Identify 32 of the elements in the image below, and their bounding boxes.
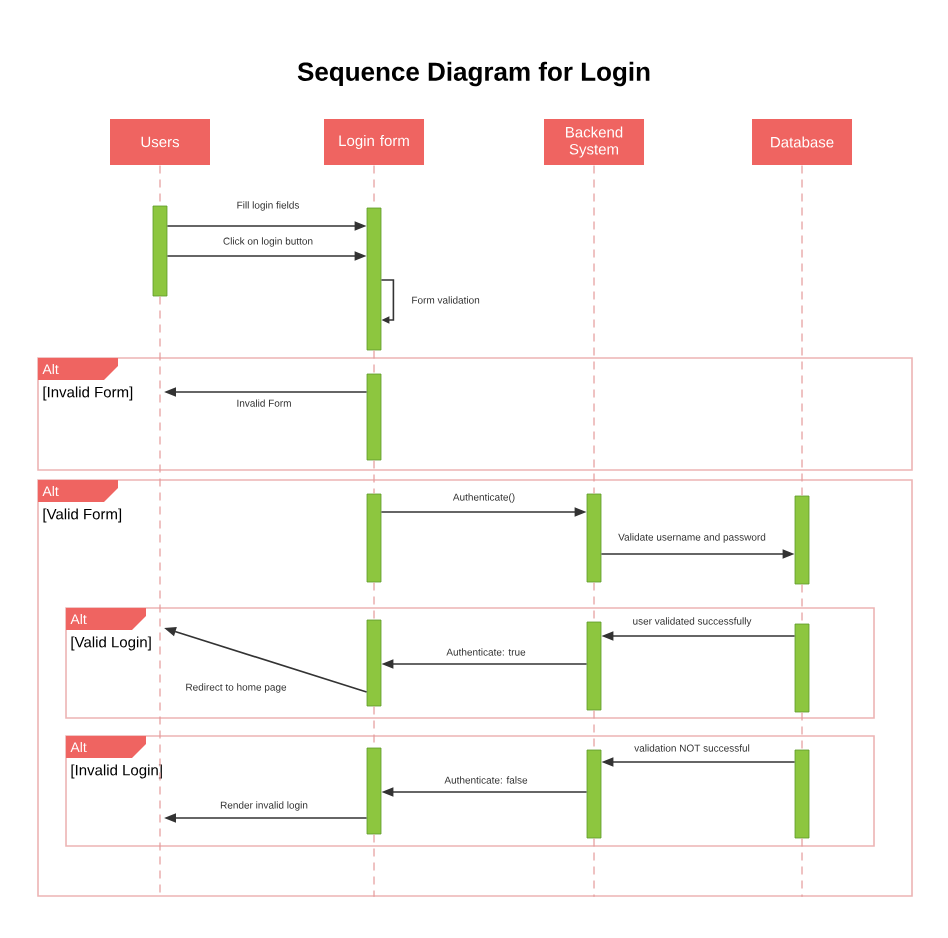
lifeline [373, 349, 375, 375]
lifeline [593, 837, 595, 898]
activation-bar [794, 495, 810, 585]
title: Sequence Diagram for Login [297, 61, 650, 87]
lifeline [801, 583, 803, 625]
lifeline [593, 164, 595, 495]
activation-bar [586, 621, 602, 711]
alt-frame [37, 357, 913, 471]
lifeline [801, 837, 803, 898]
lifeline [593, 709, 595, 751]
activation-bar [586, 749, 602, 839]
activation-bar [794, 623, 810, 713]
lifeline [373, 459, 375, 495]
activation-bar [152, 205, 168, 297]
alt-frame [65, 735, 875, 847]
lifeline [373, 581, 375, 621]
lifeline [593, 581, 595, 623]
activation-bar [794, 749, 810, 839]
lifeline [801, 164, 803, 497]
activation-bar [366, 373, 382, 461]
activation-bar [366, 207, 382, 351]
activation-bar [366, 493, 382, 583]
lifeline [159, 295, 161, 898]
lifeline [159, 164, 161, 207]
lifeline [801, 711, 803, 751]
message-arrow [380, 279, 395, 324]
activation-bar [586, 493, 602, 583]
activation-bar [366, 619, 382, 707]
lifeline [373, 833, 375, 898]
alt-frame [37, 479, 913, 897]
alt-frame [65, 607, 875, 719]
activation-bar [366, 747, 382, 835]
